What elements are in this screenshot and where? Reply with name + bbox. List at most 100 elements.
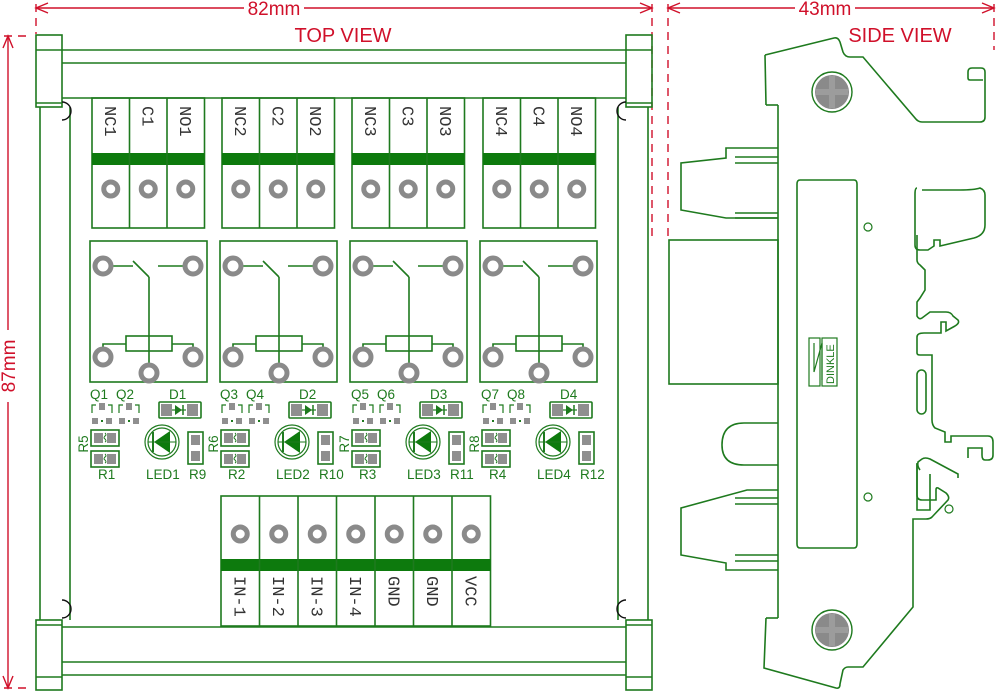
screw-terminal-hole[interactable] <box>352 346 374 368</box>
screw-terminal-hole[interactable] <box>92 255 114 277</box>
input-terminal-label: GND <box>382 576 401 607</box>
led-label: LED3 <box>407 467 441 482</box>
terminal-label: NO2 <box>304 106 323 137</box>
resistor-label: R12 <box>580 467 605 482</box>
resistor-outline <box>90 429 120 447</box>
screw-terminal-hole[interactable] <box>482 346 504 368</box>
screw-terminal-hole[interactable] <box>138 362 160 384</box>
screw-terminal-hole[interactable] <box>92 346 114 368</box>
relay-2 <box>219 240 338 384</box>
screw-terminal-hole[interactable] <box>312 255 334 277</box>
terminal-label: C2 <box>266 106 285 126</box>
relay-switch-arm <box>132 260 150 278</box>
screw-terminal-hole[interactable] <box>492 179 512 199</box>
input-terminal-label: VCC <box>459 576 478 607</box>
resistor-pad <box>452 451 461 461</box>
diode-pad <box>578 404 589 416</box>
screw-terminal-hole[interactable] <box>182 255 204 277</box>
screw-terminal-hole[interactable] <box>346 524 366 544</box>
resistor-label: R2 <box>228 467 245 482</box>
screw-terminal-hole[interactable] <box>230 524 250 544</box>
resistor-pad <box>107 433 116 443</box>
dimension-label-43mm: 43mm <box>799 0 852 20</box>
transistor-outline <box>352 404 357 413</box>
transistor-outline <box>238 404 243 413</box>
transistor-outline <box>248 404 253 413</box>
resistor-icon <box>494 432 498 443</box>
screw-terminal-hole[interactable] <box>176 179 196 199</box>
transistor-dot <box>258 420 260 422</box>
transistor-pad <box>380 418 386 424</box>
dimension-width-top: 82mm <box>34 0 654 240</box>
screw-terminal-hole[interactable] <box>306 179 326 199</box>
screw-terminal-hole[interactable] <box>572 346 594 368</box>
screw-terminal-hole[interactable] <box>384 524 404 544</box>
dimension-label-87mm: 87mm <box>0 340 20 393</box>
screw-terminal-hole[interactable] <box>442 346 464 368</box>
diode-label: D3 <box>430 387 447 402</box>
resistor-label: R11 <box>450 467 474 482</box>
transistor-outline <box>135 404 140 413</box>
transistor-pad <box>106 418 112 424</box>
screw-terminal-hole[interactable] <box>268 362 290 384</box>
transistor-outline <box>108 404 113 413</box>
resistor-label: R5 <box>76 435 91 452</box>
transistor-pad <box>360 403 366 410</box>
screw-terminal-hole[interactable] <box>222 346 244 368</box>
screw-terminal-hole[interactable] <box>436 179 456 199</box>
input-terminal-label: IN-1 <box>228 576 247 617</box>
top-view-title: TOP VIEW <box>294 25 391 47</box>
resistor-outline <box>187 431 204 465</box>
screw-terminal-hole[interactable] <box>423 524 443 544</box>
screw-terminal-hole[interactable] <box>567 179 587 199</box>
screw-terminal-hole[interactable] <box>352 255 374 277</box>
screw-terminal-hole[interactable] <box>138 179 158 199</box>
diode-pad <box>552 404 563 416</box>
screw-terminal-hole[interactable] <box>528 362 550 384</box>
resistor-pad <box>355 454 364 464</box>
screw-terminal-hole[interactable] <box>398 179 418 199</box>
transistor-outline <box>265 404 270 413</box>
screw-terminal-hole[interactable] <box>461 524 481 544</box>
relay-switch-arm <box>522 260 540 278</box>
screw-terminal-hole[interactable] <box>312 346 334 368</box>
screw-terminal-hole[interactable] <box>307 524 327 544</box>
input-terminal-label: IN-4 <box>344 576 363 617</box>
screw-terminal-hole[interactable] <box>182 346 204 368</box>
screw-terminal-hole[interactable] <box>222 255 244 277</box>
resistor-icon <box>103 453 107 464</box>
screw-terminal-hole[interactable] <box>268 179 288 199</box>
screw-terminal-hole[interactable] <box>361 179 381 199</box>
screw-terminal-hole[interactable] <box>482 255 504 277</box>
transistor-outline <box>499 404 504 413</box>
transistor-pad <box>256 403 262 410</box>
screw-terminal-hole[interactable] <box>572 255 594 277</box>
screw-icon <box>811 71 853 113</box>
terminal-label: C3 <box>396 106 415 126</box>
resistor-label: R8 <box>467 435 482 452</box>
resistor-pad <box>368 433 377 443</box>
diode-label: D4 <box>560 387 578 402</box>
screw-terminal-hole[interactable] <box>231 179 251 199</box>
screw-terminal-hole[interactable] <box>529 179 549 199</box>
transistor-pad <box>119 418 125 424</box>
screw-terminal-hole[interactable] <box>442 255 464 277</box>
resistor-label: R6 <box>206 435 221 452</box>
input-terminal-label: IN-2 <box>267 576 286 617</box>
diode-pad <box>291 404 302 416</box>
screw-terminal-hole[interactable] <box>398 362 420 384</box>
transistor-pad <box>133 418 139 424</box>
resistor-label: R9 <box>189 467 206 482</box>
transistor-pad <box>99 403 105 410</box>
transistor-pad <box>483 418 489 424</box>
transistor-dot <box>362 420 364 422</box>
transistor-label: Q5 <box>351 387 369 402</box>
resistor-pad <box>94 433 103 443</box>
resistor-outline <box>351 450 381 468</box>
transistor-label: Q3 <box>220 387 238 402</box>
screw-terminal-hole[interactable] <box>101 179 121 199</box>
screw-terminal-hole[interactable] <box>269 524 289 544</box>
